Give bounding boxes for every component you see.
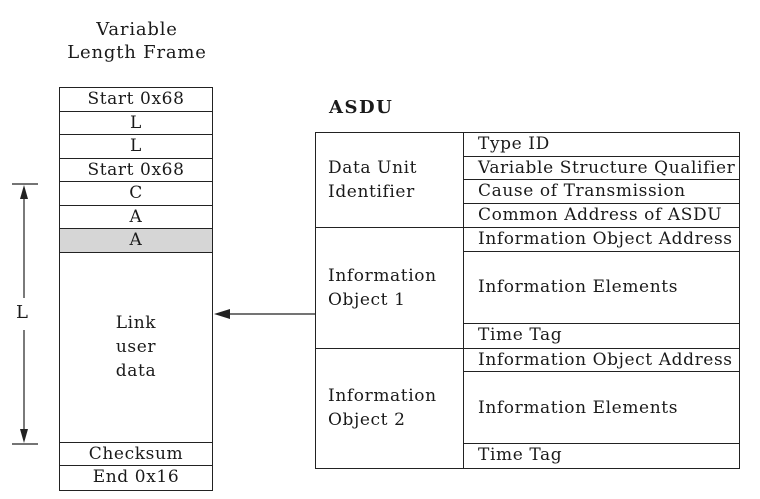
frame-cell-link-user-data: Link user data (60, 253, 212, 443)
link-user-data-label: Link user data (115, 313, 157, 381)
field-common-address: Common Address of ASDU (478, 204, 723, 225)
field-variable-structure-qualifier: Variable Structure Qualifier (464, 157, 739, 181)
dimension-arrow-up-icon (20, 185, 28, 199)
field-information-elements: Information Elements (464, 252, 739, 324)
frame-cell-length-1: L (60, 112, 212, 135)
field-information-object-address: Information Object Address (464, 228, 739, 252)
field-cause-of-transmission: Cause of Transmission (464, 180, 739, 204)
frame-cell-control: C (60, 182, 212, 206)
field-information-elements: Information Elements (464, 372, 739, 445)
field-information-object-address: Information Object Address (464, 349, 739, 373)
variable-length-frame: Start 0x68 L L Start 0x68 C A A Link use… (59, 87, 213, 491)
group-name: Information Object 2 (316, 348, 464, 468)
frame-cell-address-1: A (60, 206, 212, 229)
asdu-label: ASDU (329, 97, 394, 118)
asdu-group-information-object-2: Information Object 2 Information Object … (316, 348, 739, 468)
dimension-arrow-down-icon (20, 429, 28, 443)
frame-cell-start-1: Start 0x68 (60, 88, 212, 112)
frame-cell-end: End 0x16 (92, 467, 180, 487)
asdu-group-information-object-1: Information Object 1 Information Object … (316, 228, 739, 349)
group-name: Information Object 1 (316, 228, 464, 348)
frame-title-line-1: Variable (96, 19, 178, 40)
frame-cell-address-2: A (60, 229, 212, 253)
field-type-id: Type ID (464, 133, 739, 157)
field-time-tag: Time Tag (478, 324, 563, 345)
frame-cell-length-2: L (60, 135, 212, 159)
length-dimension-label: L (16, 302, 29, 323)
arrow-left-icon (214, 309, 230, 319)
group-name: Data Unit Identifier (316, 133, 464, 228)
field-time-tag: Time Tag (478, 445, 563, 466)
asdu-group-data-unit-identifier: Data Unit Identifier Type ID Variable St… (316, 133, 739, 229)
frame-title-line-2: Length Frame (67, 42, 207, 63)
frame-cell-checksum: Checksum (60, 443, 212, 466)
asdu-table: Data Unit Identifier Type ID Variable St… (315, 132, 740, 469)
frame-cell-start-2: Start 0x68 (60, 159, 212, 182)
